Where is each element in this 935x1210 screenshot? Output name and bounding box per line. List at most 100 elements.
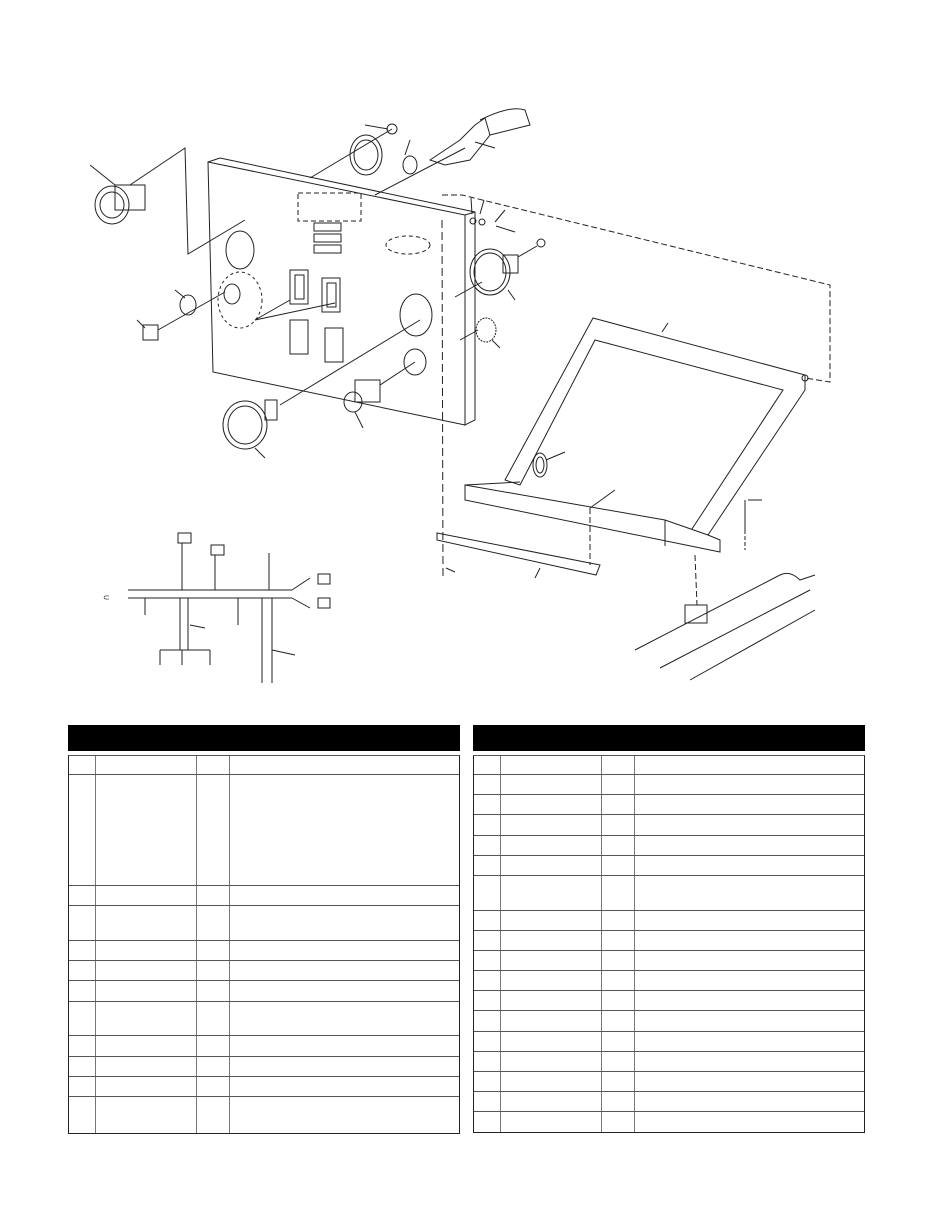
table-cell (501, 1112, 602, 1132)
table-row (69, 756, 459, 775)
table-cell (635, 756, 864, 774)
table-cell (96, 886, 197, 905)
table-cell (474, 775, 501, 794)
table-cell (602, 1112, 635, 1132)
table-header-bar (68, 725, 460, 751)
table-cell (602, 951, 635, 970)
table-row (69, 775, 459, 886)
table-row (474, 836, 864, 856)
parts-list-table-left (68, 725, 460, 1134)
table-cell (602, 756, 635, 774)
table-cell (230, 1036, 459, 1056)
table-cell (69, 1002, 96, 1035)
table-row (69, 1097, 459, 1133)
table-row (474, 815, 864, 836)
table-cell (96, 1036, 197, 1056)
table-row (474, 911, 864, 931)
table-row (474, 1032, 864, 1052)
table-cell (602, 795, 635, 814)
table-cell (635, 775, 864, 794)
table-cell (501, 1011, 602, 1031)
table-row (69, 941, 459, 961)
table-cell (474, 1112, 501, 1132)
table-cell (96, 981, 197, 1001)
table-cell (69, 961, 96, 980)
table-cell (501, 836, 602, 855)
control-panel-plate (207, 157, 476, 426)
table-cell (602, 1072, 635, 1091)
table-cell (474, 1032, 501, 1051)
table-cell (230, 1057, 459, 1076)
table-cell (96, 1077, 197, 1096)
table-cell (501, 1052, 602, 1071)
table-cell (474, 991, 501, 1010)
table-cell (501, 795, 602, 814)
lock-washer (459, 317, 501, 349)
table-row (69, 1077, 459, 1097)
table-cell (197, 775, 230, 885)
table-cell (602, 931, 635, 950)
table-cell (474, 971, 501, 990)
table-cell (474, 756, 501, 774)
table-cell (501, 1092, 602, 1111)
table-header-bar (473, 725, 865, 751)
table-cell (602, 991, 635, 1010)
table-row (69, 1002, 459, 1036)
table-cell (501, 1072, 602, 1091)
table-cell (230, 906, 459, 940)
table-cell (69, 906, 96, 940)
table-cell (474, 1052, 501, 1071)
table-cell (501, 991, 602, 1010)
table-row (474, 931, 864, 951)
table-cell (635, 931, 864, 950)
table-cell (635, 911, 864, 930)
table-cell (501, 815, 602, 835)
table-cell (96, 941, 197, 960)
table-row (474, 1052, 864, 1072)
table-cell (635, 795, 864, 814)
table-row (69, 981, 459, 1002)
table-row (474, 971, 864, 991)
table-cell (501, 931, 602, 950)
table-row (474, 1112, 864, 1132)
table-cell (69, 886, 96, 905)
table-cell (474, 1092, 501, 1111)
table-cell (69, 1036, 96, 1056)
table-row (69, 886, 459, 906)
gauge-bezel (309, 123, 466, 196)
table-cell (635, 876, 864, 910)
table-cell (230, 1002, 459, 1035)
table-cell (197, 756, 230, 774)
table-cell (501, 775, 602, 794)
table-cell (197, 1036, 230, 1056)
table-cell (230, 775, 459, 885)
table-cell (230, 941, 459, 960)
table-row (474, 1072, 864, 1092)
table-row (474, 1011, 864, 1032)
table-cell (501, 971, 602, 990)
table-cell (474, 1072, 501, 1091)
table-row (474, 795, 864, 815)
table-cell (602, 1032, 635, 1051)
table-row (69, 1057, 459, 1077)
table-cell (501, 876, 602, 910)
table-cell (602, 856, 635, 875)
table-cell (474, 795, 501, 814)
table-cell (69, 941, 96, 960)
table-cell (474, 951, 501, 970)
table-cell (230, 1077, 459, 1096)
mounting-strip (436, 219, 601, 579)
table-cell (69, 775, 96, 885)
table-cell (197, 1002, 230, 1035)
table-cell (197, 961, 230, 980)
mounting-hardware (442, 194, 831, 383)
mounting-frame (464, 317, 809, 553)
table-cell (197, 1077, 230, 1096)
hour-meter-gauge (222, 319, 421, 459)
table-cell (230, 1097, 459, 1133)
table-cell (96, 1057, 197, 1076)
table-cell (474, 815, 501, 835)
table-cell (96, 756, 197, 774)
table-cell (96, 906, 197, 940)
exploded-parts-diagram: ⊂ (89, 108, 831, 683)
